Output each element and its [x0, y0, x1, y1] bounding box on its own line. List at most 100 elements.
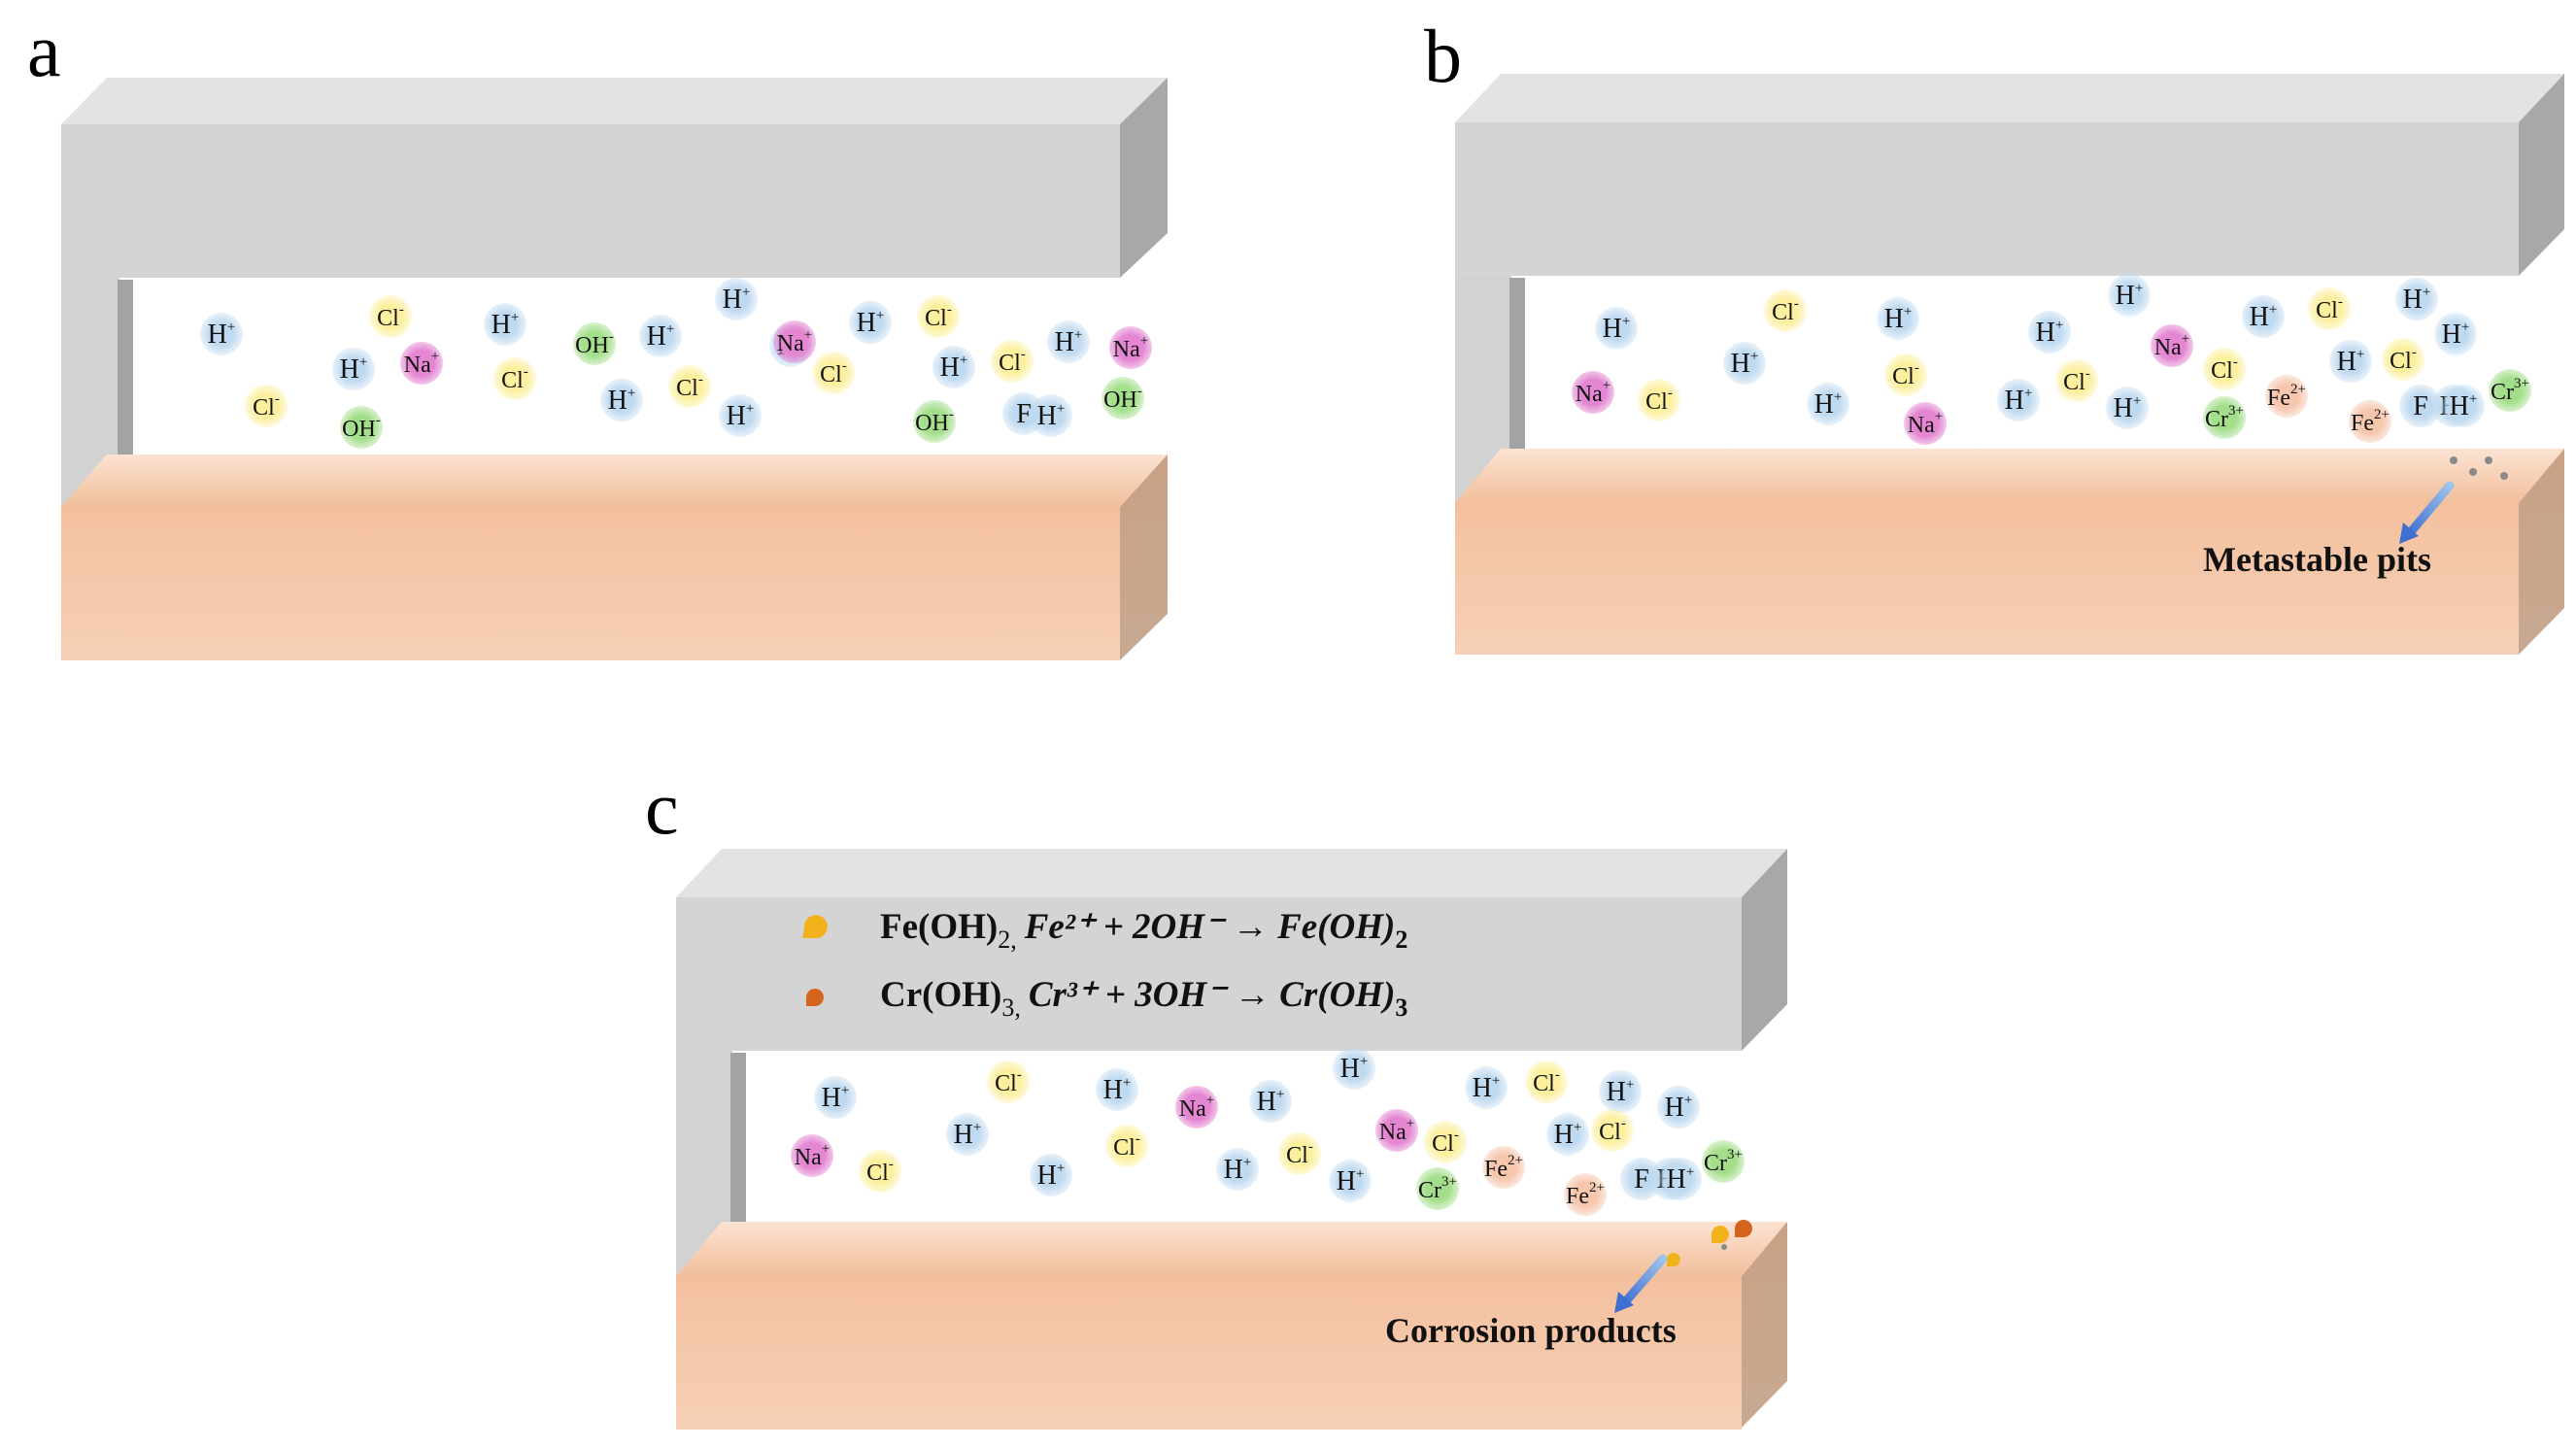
ion-label: H+ — [822, 1083, 850, 1113]
ion-bubble — [1109, 326, 1152, 369]
top-slab-front — [1455, 122, 2519, 276]
metastable-pits-label: Metastable pits — [2203, 540, 2431, 579]
ion-bubble — [859, 1150, 901, 1193]
ion-bubble — [1884, 354, 1927, 396]
ion-label: H+ — [1337, 1166, 1365, 1196]
ion-bubble — [1249, 1080, 1292, 1123]
ion-clminus: Cl- — [1884, 354, 1927, 396]
top-slab-side — [2519, 74, 2564, 276]
ion-label: Cl- — [2211, 354, 2238, 384]
ion-label: Cl- — [1645, 386, 1673, 415]
ion-hplus: H+ — [2242, 295, 2285, 338]
ion-bubble — [2434, 313, 2477, 355]
ion-bubble — [1278, 1132, 1321, 1175]
ion-label: Cl- — [2063, 366, 2090, 395]
ion-bubble — [573, 322, 616, 365]
ion-label: Cl- — [2390, 345, 2417, 374]
back-wall-edge — [118, 280, 133, 455]
ion-label: H+ — [1667, 1164, 1695, 1195]
ion-label: H+ — [1814, 389, 1843, 420]
fe-hydroxide-marker-icon — [802, 915, 828, 939]
ion-label: H+ — [723, 285, 751, 315]
ion-bubble — [1807, 383, 1849, 425]
ion-bubble — [1997, 379, 2040, 421]
ion-label: H+ — [2337, 347, 2365, 377]
ion-hplus: H+ — [1216, 1148, 1259, 1191]
ion-bubble — [1329, 1160, 1372, 1202]
ion-hplus: H+ — [1595, 307, 1638, 350]
ion-bubble — [1546, 1113, 1589, 1156]
ion-clminus: Cl- — [1591, 1109, 1634, 1152]
ion-label: H+ — [2114, 393, 2142, 423]
ion-ohminus: OH- — [1102, 377, 1144, 420]
ion-label: OH- — [1103, 384, 1142, 413]
ion-naplus: Na+ — [791, 1134, 833, 1177]
eq-fe-prefix: Fe(OH) — [880, 907, 998, 947]
ion-label: Cl- — [1533, 1067, 1560, 1096]
ion-bubble — [814, 1076, 857, 1119]
ion-cr3plus: Cr3+ — [1702, 1140, 1745, 1183]
ion-bubble — [2242, 295, 2285, 338]
ion-label: Na+ — [2154, 331, 2189, 360]
ion-clminus: Cl- — [369, 295, 412, 338]
ion-bubble — [1599, 1070, 1642, 1113]
ion-label: H+ — [2116, 281, 2144, 311]
ion-clminus: Cl- — [493, 357, 536, 400]
ion-label: Cr3+ — [2491, 376, 2529, 405]
ion-hplus: H+ — [639, 315, 682, 357]
top-slab-face — [1455, 74, 2564, 122]
ion-label: H+ — [1554, 1120, 1582, 1150]
corrosion-arrow — [1614, 1254, 1668, 1313]
ion-bubble — [1764, 289, 1807, 332]
ion-fe2plus: Fe2+ — [1482, 1146, 1525, 1189]
ion-label: H+ — [608, 386, 636, 416]
ion-label: Fe2+ — [1566, 1180, 1605, 1209]
ion-bubble — [1096, 1068, 1138, 1111]
metal-side — [2519, 449, 2564, 655]
ion-label: H+ — [1224, 1155, 1252, 1185]
ion-bubble — [1102, 377, 1144, 420]
ion-label: Cl- — [1432, 1128, 1459, 1157]
eq-fe-reaction: Fe²⁺ + 2OH⁻ → Fe(OH) — [1024, 907, 1396, 947]
ion-hplus: H+ — [719, 394, 762, 437]
back-wall-edge — [1509, 278, 1525, 449]
ion-hplus: H+ — [600, 379, 643, 421]
ion-label: Cl- — [1113, 1131, 1140, 1161]
ion-bubble — [946, 1113, 989, 1156]
ion-label: Cr3+ — [1704, 1147, 1743, 1176]
ion-bubble — [1424, 1121, 1467, 1163]
ion-label: Na+ — [1576, 378, 1610, 407]
ion-naplus: Na+ — [1904, 402, 1947, 445]
ion-fe2plus: Fe2+ — [2265, 375, 2308, 418]
ion-clminus: Cl- — [2203, 348, 2246, 390]
ion-hplus: H+ — [2434, 313, 2477, 355]
ion-label: H+ — [1257, 1087, 1285, 1117]
ion-label: Cl- — [2316, 294, 2343, 323]
ion-label: H+ — [647, 321, 675, 352]
ion-bubble — [1659, 1158, 1702, 1200]
ion-bubble — [812, 352, 855, 394]
ion-bubble — [849, 301, 892, 344]
ion-bubble — [493, 357, 536, 400]
equation-cr: Cr(OH)3,Cr³⁺ + 3OH⁻ → Cr(OH)3 — [805, 975, 1407, 1022]
ion-bubble — [1638, 379, 1680, 421]
ion-hplus: H+ — [1030, 394, 1072, 437]
ion-hplus: H+ — [1659, 1158, 1702, 1200]
ion-group-c: H+Na+Cl-Cl-H+H+H+Cl-Na+H+H+Cl-H+H+Na+Cl-… — [791, 1047, 1745, 1216]
ion-clminus: Cl- — [1105, 1125, 1148, 1167]
ion-label: H+ — [1103, 1075, 1132, 1105]
ion-hplus: H+ — [332, 348, 375, 390]
ion-bubble — [773, 320, 816, 363]
ion-label: H+ — [2450, 391, 2478, 421]
panel-a: a H+Cl-H+Na+Cl-H+OH-H+OH-Cl-H+H+Cl-H+H+N… — [27, 8, 1168, 660]
ion-bubble — [719, 394, 762, 437]
ion-bubble — [1047, 320, 1090, 363]
ion-clminus: Cl- — [812, 352, 855, 394]
metal-top-face — [676, 1222, 1787, 1276]
ion-hplus: H+ — [2108, 274, 2151, 317]
ion-bubble — [245, 385, 288, 427]
cr-hydroxide-marker-icon — [805, 989, 824, 1007]
ion-bubble — [1723, 342, 1766, 385]
back-wall-edge — [730, 1053, 746, 1224]
